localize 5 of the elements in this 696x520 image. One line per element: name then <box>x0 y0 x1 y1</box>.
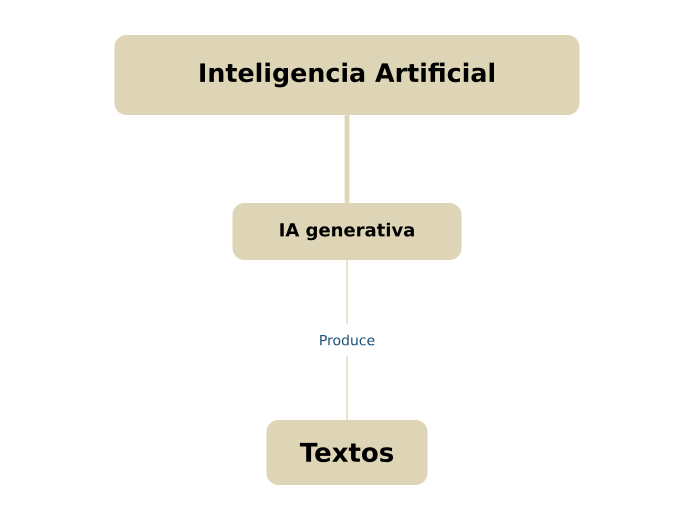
concept-box: Textos <box>266 420 428 485</box>
connector-line <box>344 115 350 203</box>
edge-label: Produce <box>314 324 380 356</box>
concept-box: Inteligencia Artificial <box>114 35 580 115</box>
concept-box: IA generativa <box>232 203 462 260</box>
